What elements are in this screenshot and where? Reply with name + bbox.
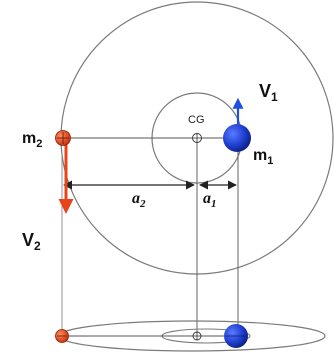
cg-marker-side-view [192,331,202,341]
a1-label: a1 [203,190,217,210]
m2-label-sub: 2 [36,138,42,150]
m2-label-main: m [22,130,36,147]
a2-label-main: a [132,190,140,207]
v2-label: V2 [22,230,41,253]
mass-m1-side-view [224,324,248,348]
m1-label-main: m [253,147,267,164]
v2-label-main: V [22,230,34,250]
v1-label-sub: 1 [271,90,278,104]
v1-label-main: V [259,81,271,101]
cg-marker [192,133,202,143]
v2-label-sub: 2 [34,239,41,253]
mass-m1 [223,124,251,152]
a2-label: a2 [132,190,146,210]
cg-label: CG [188,114,205,126]
m1-label-sub: 1 [267,155,273,167]
m2-label: m2 [22,130,42,150]
a1-label-main: a [203,190,211,207]
v1-label: V1 [259,81,278,104]
a1-label-sub: 1 [211,198,217,210]
mass-m2 [55,130,71,146]
m1-label: m1 [253,147,273,167]
a2-label-sub: 2 [139,198,146,210]
mass-m2-side-view [55,329,69,343]
